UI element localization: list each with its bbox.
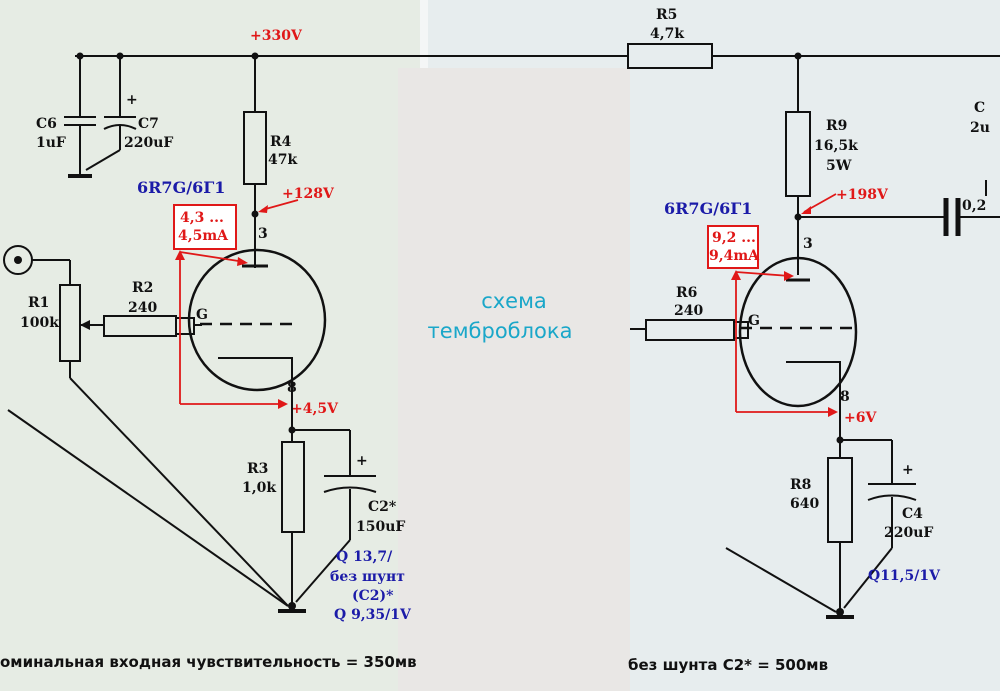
right-schematic: R5 4,7k R9 16,5k 5W +198V C 2u 0,2 6R7G/… xyxy=(420,7,1000,674)
r2-name: R2 xyxy=(132,280,153,296)
right-current-line1: 9,2 ... xyxy=(712,230,756,246)
input-jack-inner xyxy=(14,256,22,264)
r4-name: R4 xyxy=(270,134,292,150)
r8-value: 640 xyxy=(790,496,819,512)
left-q-line3: (C2)* xyxy=(352,588,394,604)
r5-name: R5 xyxy=(656,7,677,23)
c4-value: 220uF xyxy=(884,525,933,541)
left-anode-voltage: +128V xyxy=(282,186,335,202)
center-overlay-line2: темброблока xyxy=(428,319,573,343)
r9-power: 5W xyxy=(826,158,852,174)
r1-name: R1 xyxy=(28,295,49,311)
left-caption: оминальная входная чувствительность = 35… xyxy=(0,653,417,671)
c7-value: 220uF xyxy=(124,135,173,151)
right-cathode-voltage: +6V xyxy=(844,410,877,426)
right-caption: без шунта C2* = 500мв xyxy=(628,656,828,674)
r6-value: 240 xyxy=(674,303,703,319)
left-supply-voltage: +330V xyxy=(250,28,303,44)
r1-value: 100k xyxy=(20,315,59,331)
right-anode-voltage: +198V xyxy=(836,187,889,203)
right-tube-cathode xyxy=(786,361,841,396)
r5-value: 4,7k xyxy=(650,26,684,42)
r2-value: 240 xyxy=(128,300,157,316)
right-tube-label: 6R7G/6Г1 xyxy=(664,199,752,218)
left-tube-cathode xyxy=(218,357,293,394)
left-q-line2: без шунт xyxy=(330,569,405,585)
center-mask xyxy=(398,68,630,691)
left-tube-label: 6R7G/6Г1 xyxy=(137,178,225,197)
left-q-line4: Q 9,35/1V xyxy=(334,607,412,623)
center-overlay-line1: схема xyxy=(481,289,547,313)
c2-plus: + xyxy=(356,453,368,469)
c2-name: C2* xyxy=(368,499,397,515)
r4-value: 47k xyxy=(268,152,297,168)
c4-name: C4 xyxy=(902,506,923,522)
left-panel-bg xyxy=(0,0,420,691)
left-schematic: +330V C6 1uF + C7 220uF R4 47k +128V 6R7… xyxy=(0,28,420,671)
c4-plus: + xyxy=(902,462,914,478)
left-current-line2: 4,5mA xyxy=(178,228,229,244)
left-cathode-voltage: +4,5V xyxy=(291,401,339,417)
left-pin-grid: G xyxy=(196,307,208,323)
right-cap-top-label: C xyxy=(974,100,985,116)
c6-name: C6 xyxy=(36,116,57,132)
right-cap-top-value: 2u xyxy=(970,120,990,136)
right-pin-grid: G xyxy=(748,313,760,329)
right-cap-mid-value: 0,2 xyxy=(962,198,986,214)
right-current-box xyxy=(707,225,759,269)
r3-value: 1,0k xyxy=(242,480,276,496)
right-q-label: Q11,5/1V xyxy=(868,568,941,584)
c2-value: 150uF xyxy=(356,519,405,535)
left-tube xyxy=(187,248,327,392)
right-pin-cathode: 8 xyxy=(840,389,850,405)
r9-value: 16,5k xyxy=(814,138,858,154)
right-pin-anode: 3 xyxy=(803,236,813,252)
r8-name: R8 xyxy=(790,477,811,493)
left-current-box xyxy=(173,204,237,250)
right-current-line2: 9,4mA xyxy=(709,248,760,264)
r9-name: R9 xyxy=(826,118,847,134)
c6-value: 1uF xyxy=(36,135,66,151)
c7-name: C7 xyxy=(138,116,159,132)
r3-name: R3 xyxy=(247,461,268,477)
left-q-line1: Q 13,7/ xyxy=(336,549,393,565)
left-pin-anode: 3 xyxy=(258,226,268,242)
right-tube xyxy=(738,256,858,408)
c7-plus: + xyxy=(126,92,138,108)
left-pin-cathode: 8 xyxy=(287,380,297,396)
left-current-line1: 4,3 ... xyxy=(180,210,224,226)
r6-name: R6 xyxy=(676,285,697,301)
